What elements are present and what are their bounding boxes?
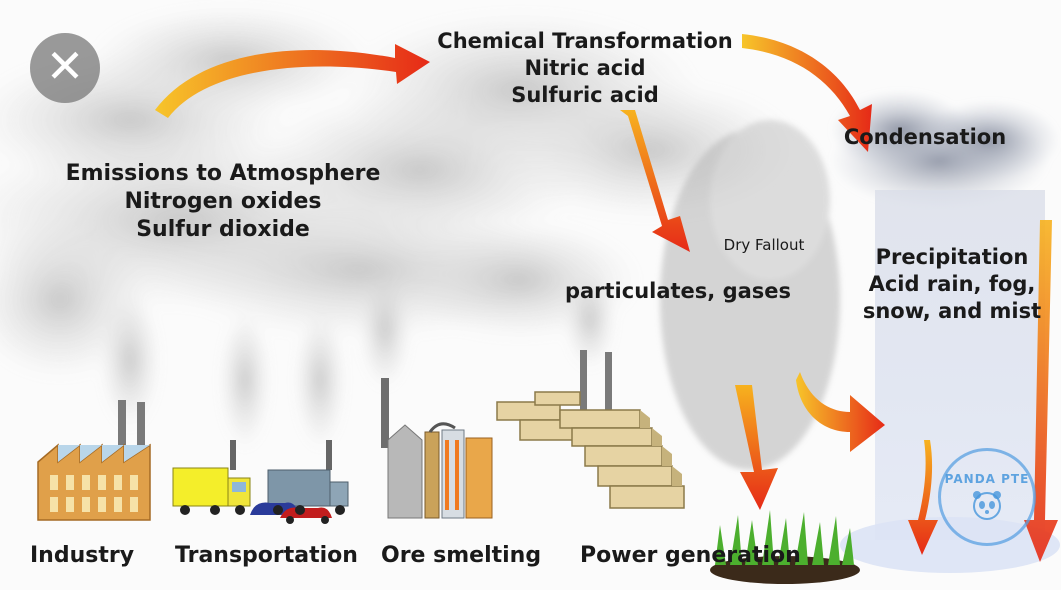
chemical-title: Chemical Transformation [437, 29, 733, 53]
precipitation-title: Precipitation [875, 245, 1029, 269]
dry-fallout-label: Dry Fallout [723, 236, 805, 254]
precipitation-line2: snow, and mist [862, 298, 1042, 323]
watermark-text: PANDA PTE [944, 472, 1030, 486]
particulates-gases-label: particulates, gases [564, 279, 792, 303]
caption-industry: Industry [30, 543, 135, 568]
watermark-logo: PANDA PTE [938, 448, 1036, 546]
caption-ore-smelting: Ore smelting [381, 543, 542, 568]
industry-factory-icon [37, 400, 151, 521]
close-button[interactable]: ✕ [30, 33, 100, 103]
arrow-fallout-to-grass [735, 385, 778, 510]
emissions-sulfur-dioxide: Sulfur dioxide [136, 217, 310, 243]
power-plant-icon [496, 350, 685, 509]
precipitation-label: Precipitation Acid rain, fog, snow, and … [852, 244, 1052, 325]
caption-transportation: Transportation [175, 543, 358, 568]
emissions-label: Emissions to Atmosphere Nitrogen oxides … [58, 160, 388, 244]
arrow-rain-left [908, 440, 938, 555]
emissions-nitrogen-oxides: Nitrogen oxides [124, 189, 322, 215]
panda-icon [973, 491, 1001, 520]
close-icon: ✕ [45, 39, 85, 93]
arrow-emissions-to-chemical [155, 44, 430, 118]
arrow-chemical-to-condensation [742, 34, 872, 152]
chemical-sulfuric-acid: Sulfuric acid [511, 82, 659, 107]
chemical-transformation-label: Chemical Transformation Nitric acid Sulf… [425, 28, 745, 109]
arrow-chemical-to-dry-fallout [620, 110, 690, 252]
arrow-fallout-to-precipitation [796, 372, 885, 452]
precipitation-line1: Acid rain, fog, [868, 271, 1036, 296]
dry-fallout-particles [660, 120, 840, 470]
arrow-rain-right [1024, 220, 1058, 562]
transportation-vehicles-icon [172, 440, 349, 524]
chemical-nitric-acid: Nitric acid [524, 55, 646, 80]
smoke-clouds [0, 5, 800, 450]
condensation-label: Condensation [843, 125, 1007, 149]
emissions-title: Emissions to Atmosphere [65, 161, 381, 186]
grass-patch [710, 510, 860, 584]
caption-power-generation: Power generation [580, 543, 801, 568]
ore-smelting-plant-icon [381, 378, 493, 519]
